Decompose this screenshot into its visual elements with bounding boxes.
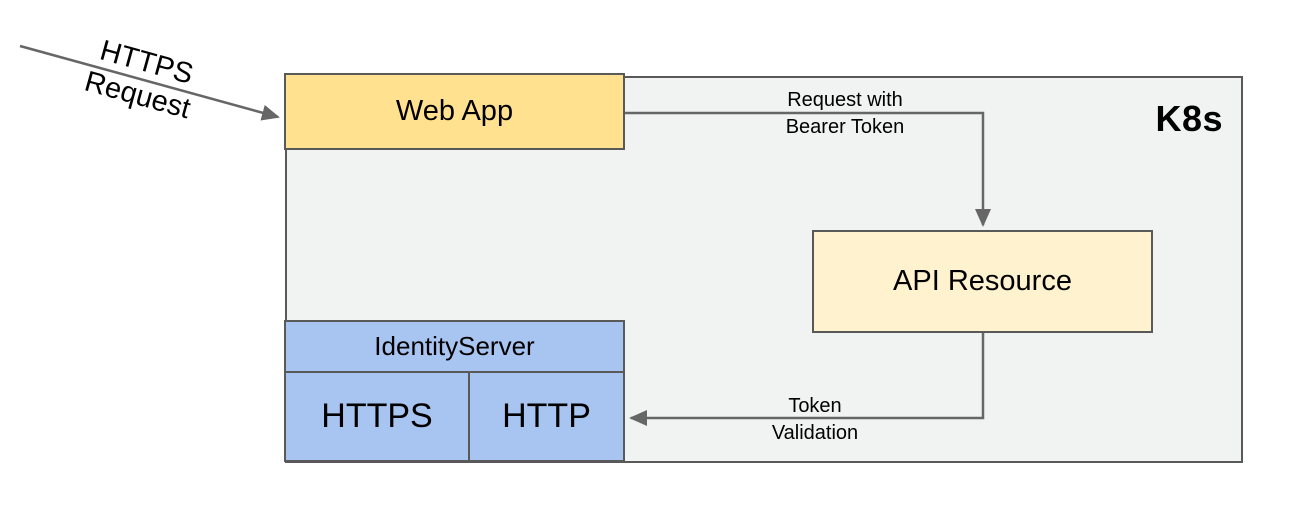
node-identity-server-label: IdentityServer xyxy=(286,322,623,373)
k8s-cluster-title: K8s xyxy=(1155,98,1223,139)
bearer-token-label-line2: Bearer Token xyxy=(785,116,905,138)
node-identity-server: IdentityServer HTTPS HTTP xyxy=(284,320,625,462)
identity-server-cells: HTTPS HTTP xyxy=(286,373,623,460)
bearer-token-label-line1: Request with xyxy=(787,89,903,111)
node-api-resource-label: API Resource xyxy=(893,265,1072,297)
token-validation-label: Token Validation xyxy=(715,393,915,447)
token-validation-label-line2: Validation xyxy=(771,422,859,444)
bearer-token-label: Request with Bearer Token xyxy=(745,87,945,141)
node-web-app: Web App xyxy=(284,73,625,150)
https-request-label: HTTPS Request xyxy=(48,23,236,136)
node-web-app-label: Web App xyxy=(395,95,514,127)
identity-cell-https: HTTPS xyxy=(286,373,470,460)
token-validation-label-line1: Token xyxy=(788,395,842,417)
node-api-resource: API Resource xyxy=(812,230,1153,333)
identity-cell-http: HTTP xyxy=(502,397,591,435)
